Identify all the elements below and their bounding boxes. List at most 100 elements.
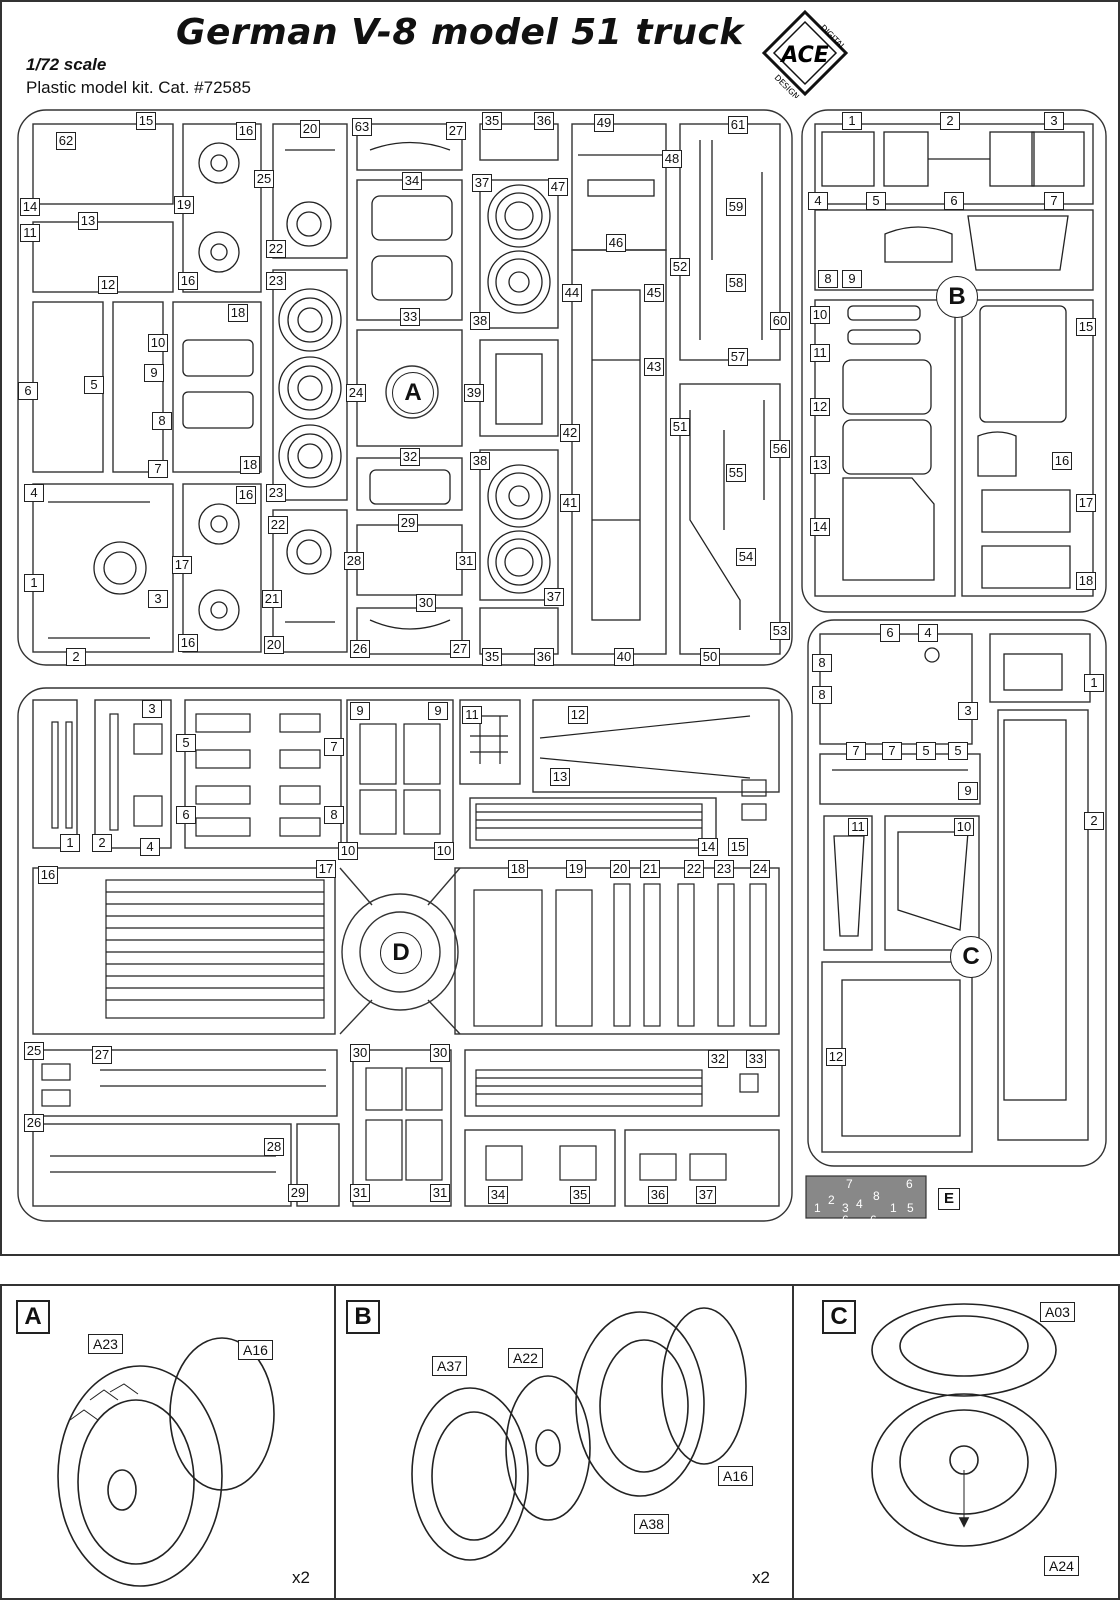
part-label-a62: 62 xyxy=(56,132,76,150)
part-label-a36: 36 xyxy=(534,112,554,130)
part-label-d22: 22 xyxy=(684,860,704,878)
svg-text:7: 7 xyxy=(846,1177,853,1191)
part-label-d17: 17 xyxy=(316,860,336,878)
part-label-a24: 24 xyxy=(346,384,366,402)
part-label-a17: 17 xyxy=(172,556,192,574)
part-label-a11: 11 xyxy=(20,224,40,242)
svg-text:5: 5 xyxy=(907,1201,914,1215)
part-label-a9: 9 xyxy=(144,364,164,382)
part-label-d10b: 10 xyxy=(434,842,454,860)
part-label-a63: 63 xyxy=(352,118,372,136)
part-label-d1: 1 xyxy=(60,834,80,852)
part-label-a12: 12 xyxy=(98,276,118,294)
part-label-d28: 28 xyxy=(264,1138,284,1156)
part-label-a30: 30 xyxy=(416,594,436,612)
part-label-a61: 61 xyxy=(728,116,748,134)
part-label-a39: 39 xyxy=(464,384,484,402)
part-label-a20: 20 xyxy=(300,120,320,138)
part-label-a15: 15 xyxy=(136,112,156,130)
part-label-d24: 24 xyxy=(750,860,770,878)
part-label-a52: 52 xyxy=(670,258,690,276)
part-label-d13: 13 xyxy=(550,768,570,786)
page-title: German V-8 model 51 truck xyxy=(176,12,744,53)
part-label-c1: 1 xyxy=(1084,674,1104,692)
part-label-a22b: 22 xyxy=(268,516,288,534)
part-label-b1: 1 xyxy=(842,112,862,130)
part-label-a45: 45 xyxy=(644,284,664,302)
photo-etch-fret-e xyxy=(805,1175,927,1219)
part-label-d29: 29 xyxy=(288,1184,308,1202)
part-label-a8: 8 xyxy=(152,412,172,430)
callout-a16b: A16 xyxy=(718,1466,753,1486)
part-label-a19: 19 xyxy=(174,196,194,214)
part-label-b8: 8 xyxy=(818,270,838,288)
part-label-c5b: 5 xyxy=(948,742,968,760)
part-label-d3: 3 xyxy=(142,700,162,718)
part-label-a5: 5 xyxy=(84,376,104,394)
part-label-d7: 7 xyxy=(324,738,344,756)
part-label-a48: 48 xyxy=(662,150,682,168)
part-label-c8: 8 xyxy=(812,654,832,672)
part-label-a42: 42 xyxy=(560,424,580,442)
part-label-a31: 31 xyxy=(456,552,476,570)
callout-a37: A37 xyxy=(432,1356,467,1376)
part-label-a32: 32 xyxy=(400,448,420,466)
part-label-b17: 17 xyxy=(1076,494,1096,512)
part-label-b3: 3 xyxy=(1044,112,1064,130)
part-label-d18: 18 xyxy=(508,860,528,878)
callout-a38: A38 xyxy=(634,1514,669,1534)
part-label-d9b: 9 xyxy=(428,702,448,720)
part-label-a26: 26 xyxy=(350,640,370,658)
svg-text:1: 1 xyxy=(890,1201,897,1215)
part-label-a3: 3 xyxy=(148,590,168,608)
part-label-a4: 4 xyxy=(24,484,44,502)
svg-text:3: 3 xyxy=(842,1201,849,1215)
part-label-a57: 57 xyxy=(728,348,748,366)
svg-text:6: 6 xyxy=(906,1177,913,1191)
part-label-a28: 28 xyxy=(344,552,364,570)
step-b-letter: B xyxy=(346,1300,380,1334)
part-label-d32: 32 xyxy=(708,1050,728,1068)
part-label-b5: 5 xyxy=(866,192,886,210)
part-label-d33: 33 xyxy=(746,1050,766,1068)
part-label-a38: 38 xyxy=(470,312,490,330)
part-label-a23: 23 xyxy=(266,272,286,290)
part-label-c12: 12 xyxy=(826,1048,846,1066)
part-label-a51: 51 xyxy=(670,418,690,436)
svg-text:6: 6 xyxy=(870,1213,877,1227)
part-label-a1: 1 xyxy=(24,574,44,592)
part-label-a47: 47 xyxy=(548,178,568,196)
part-label-c3: 3 xyxy=(958,702,978,720)
svg-text:2: 2 xyxy=(828,1193,835,1207)
part-label-a27b: 27 xyxy=(450,640,470,658)
part-label-a46: 46 xyxy=(606,234,626,252)
part-label-d4: 4 xyxy=(140,838,160,856)
part-label-d10: 10 xyxy=(338,842,358,860)
sprue-letter-b: B xyxy=(936,276,978,318)
part-label-a16d: 16 xyxy=(178,634,198,652)
part-label-b16: 16 xyxy=(1052,452,1072,470)
part-label-a35b: 35 xyxy=(482,648,502,666)
part-label-a27: 27 xyxy=(446,122,466,140)
part-label-a34: 34 xyxy=(402,172,422,190)
part-label-a10: 10 xyxy=(148,334,168,352)
part-label-a22: 22 xyxy=(266,240,286,258)
part-label-d36: 36 xyxy=(648,1186,668,1204)
part-label-a37b: 37 xyxy=(544,588,564,606)
part-label-d37: 37 xyxy=(696,1186,716,1204)
part-label-a59: 59 xyxy=(726,198,746,216)
part-label-a16b: 16 xyxy=(178,272,198,290)
part-label-d6: 6 xyxy=(176,806,196,824)
part-label-a25: 25 xyxy=(254,170,274,188)
part-label-d19: 19 xyxy=(566,860,586,878)
part-label-a7: 7 xyxy=(148,460,168,478)
part-label-a6: 6 xyxy=(18,382,38,400)
part-label-c11: 11 xyxy=(848,818,868,836)
part-label-a40: 40 xyxy=(614,648,634,666)
step-c-letter: C xyxy=(822,1300,856,1334)
quantity-a: x2 xyxy=(292,1568,310,1587)
part-label-a2: 2 xyxy=(66,648,86,666)
part-label-a58: 58 xyxy=(726,274,746,292)
part-label-d30: 30 xyxy=(350,1044,370,1062)
part-label-a43: 43 xyxy=(644,358,664,376)
